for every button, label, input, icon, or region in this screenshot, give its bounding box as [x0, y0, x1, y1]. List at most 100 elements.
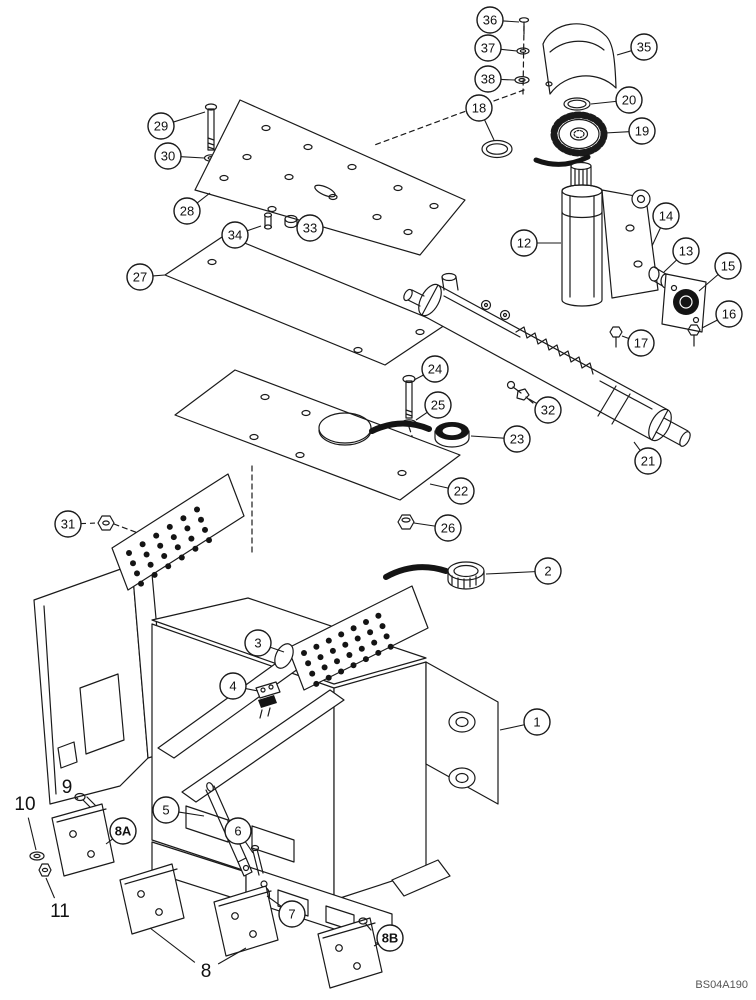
part-10-11-washers	[29, 851, 52, 877]
rotation-arc-19	[533, 154, 591, 167]
svg-text:37: 37	[481, 41, 495, 56]
svg-text:7: 7	[288, 907, 295, 922]
part-4-clamp	[255, 681, 281, 719]
part-32-grease-fitting	[506, 380, 534, 404]
svg-text:32: 32	[541, 403, 555, 418]
callout-1: 1	[499, 708, 551, 736]
svg-text:26: 26	[441, 521, 455, 536]
svg-text:21: 21	[641, 454, 655, 469]
svg-text:27: 27	[133, 270, 147, 285]
svg-text:24: 24	[428, 362, 442, 377]
svg-text:8: 8	[201, 961, 212, 982]
part-23-cap	[434, 422, 470, 448]
svg-text:9: 9	[62, 777, 73, 798]
callout-4: 4	[219, 672, 259, 700]
part-21-cylinder	[403, 272, 691, 447]
tread-holes	[301, 612, 394, 687]
part-34-stud	[263, 212, 273, 230]
callout-3: 3	[244, 629, 285, 657]
label-8: 8	[149, 927, 247, 982]
callout-19: 19	[604, 117, 656, 145]
svg-text:13: 13	[679, 244, 693, 259]
svg-text:17: 17	[634, 336, 648, 351]
part-2-cap	[447, 561, 485, 590]
svg-text:28: 28	[180, 204, 194, 219]
svg-text:1: 1	[533, 715, 540, 730]
part-26-nut	[397, 514, 415, 530]
callout-12: 12	[510, 229, 561, 257]
svg-text:20: 20	[622, 93, 636, 108]
callout-36: 36	[476, 6, 520, 34]
svg-text:8A: 8A	[115, 824, 132, 839]
part-28-top-plate	[194, 99, 466, 256]
part-38-washer	[514, 75, 530, 84]
svg-text:10: 10	[14, 794, 35, 815]
callout-28: 28	[173, 192, 211, 225]
svg-text:16: 16	[722, 307, 736, 322]
callout-13: 13	[663, 237, 700, 273]
part-19-sprocket	[550, 111, 608, 157]
part-37-washer	[516, 47, 530, 55]
callout-27: 27	[126, 263, 166, 291]
part-31-nut	[97, 515, 115, 531]
svg-text:14: 14	[659, 209, 673, 224]
svg-text:25: 25	[431, 398, 445, 413]
svg-text:33: 33	[303, 221, 317, 236]
callout-14: 14	[651, 202, 680, 247]
part-12-swing-cylinder	[561, 161, 659, 307]
svg-text:12: 12	[517, 236, 531, 251]
callout-8A: 8A	[105, 817, 137, 845]
svg-text:2: 2	[544, 564, 551, 579]
callout-23: 23	[470, 425, 531, 453]
callout-30: 30	[154, 142, 205, 170]
callout-35: 35	[616, 33, 658, 61]
svg-text:15: 15	[721, 259, 735, 274]
svg-text:6: 6	[234, 824, 241, 839]
part-27-shim-plate	[164, 234, 446, 366]
svg-text:22: 22	[454, 484, 468, 499]
part-18-ring	[481, 139, 513, 159]
part-33-nut	[284, 214, 298, 229]
svg-text:36: 36	[483, 13, 497, 28]
part-36-screw	[518, 17, 530, 35]
part-17-bolt	[609, 326, 623, 348]
svg-text:38: 38	[481, 72, 495, 87]
svg-text:31: 31	[61, 517, 75, 532]
label-11: 11	[45, 877, 70, 922]
part-24-bolt	[402, 374, 416, 419]
part-8a-plate	[51, 803, 115, 877]
part-8-plates	[119, 863, 279, 957]
part-1-frame	[33, 473, 499, 949]
part-8b-plate	[317, 917, 383, 989]
rotation-arc-23	[369, 420, 432, 434]
callout-7: 7	[266, 895, 306, 928]
svg-text:34: 34	[228, 228, 242, 243]
tread-holes	[126, 506, 212, 587]
callout-26: 26	[413, 514, 462, 542]
part-15-knob-bracket	[661, 273, 707, 333]
svg-text:23: 23	[510, 432, 524, 447]
svg-text:11: 11	[50, 901, 70, 922]
callout-37: 37	[474, 34, 518, 62]
callout-16: 16	[701, 300, 743, 329]
svg-text:35: 35	[637, 40, 651, 55]
callout-33: 33	[296, 214, 324, 242]
part-16-bolt	[687, 324, 701, 347]
part-6-pin	[250, 844, 264, 876]
svg-text:19: 19	[635, 124, 649, 139]
callout-34: 34	[221, 221, 262, 249]
callout-25: 25	[415, 391, 452, 421]
callout-18: 18	[465, 94, 495, 141]
callout-20: 20	[590, 86, 643, 114]
callout-8B: 8B	[373, 924, 404, 952]
callout-32: 32	[528, 396, 562, 424]
callout-2: 2	[485, 557, 562, 585]
svg-text:30: 30	[161, 149, 175, 164]
callout-38: 38	[474, 65, 516, 93]
svg-text:4: 4	[229, 679, 236, 694]
callout-6: 6	[224, 817, 254, 854]
callout-31: 31	[54, 510, 99, 538]
